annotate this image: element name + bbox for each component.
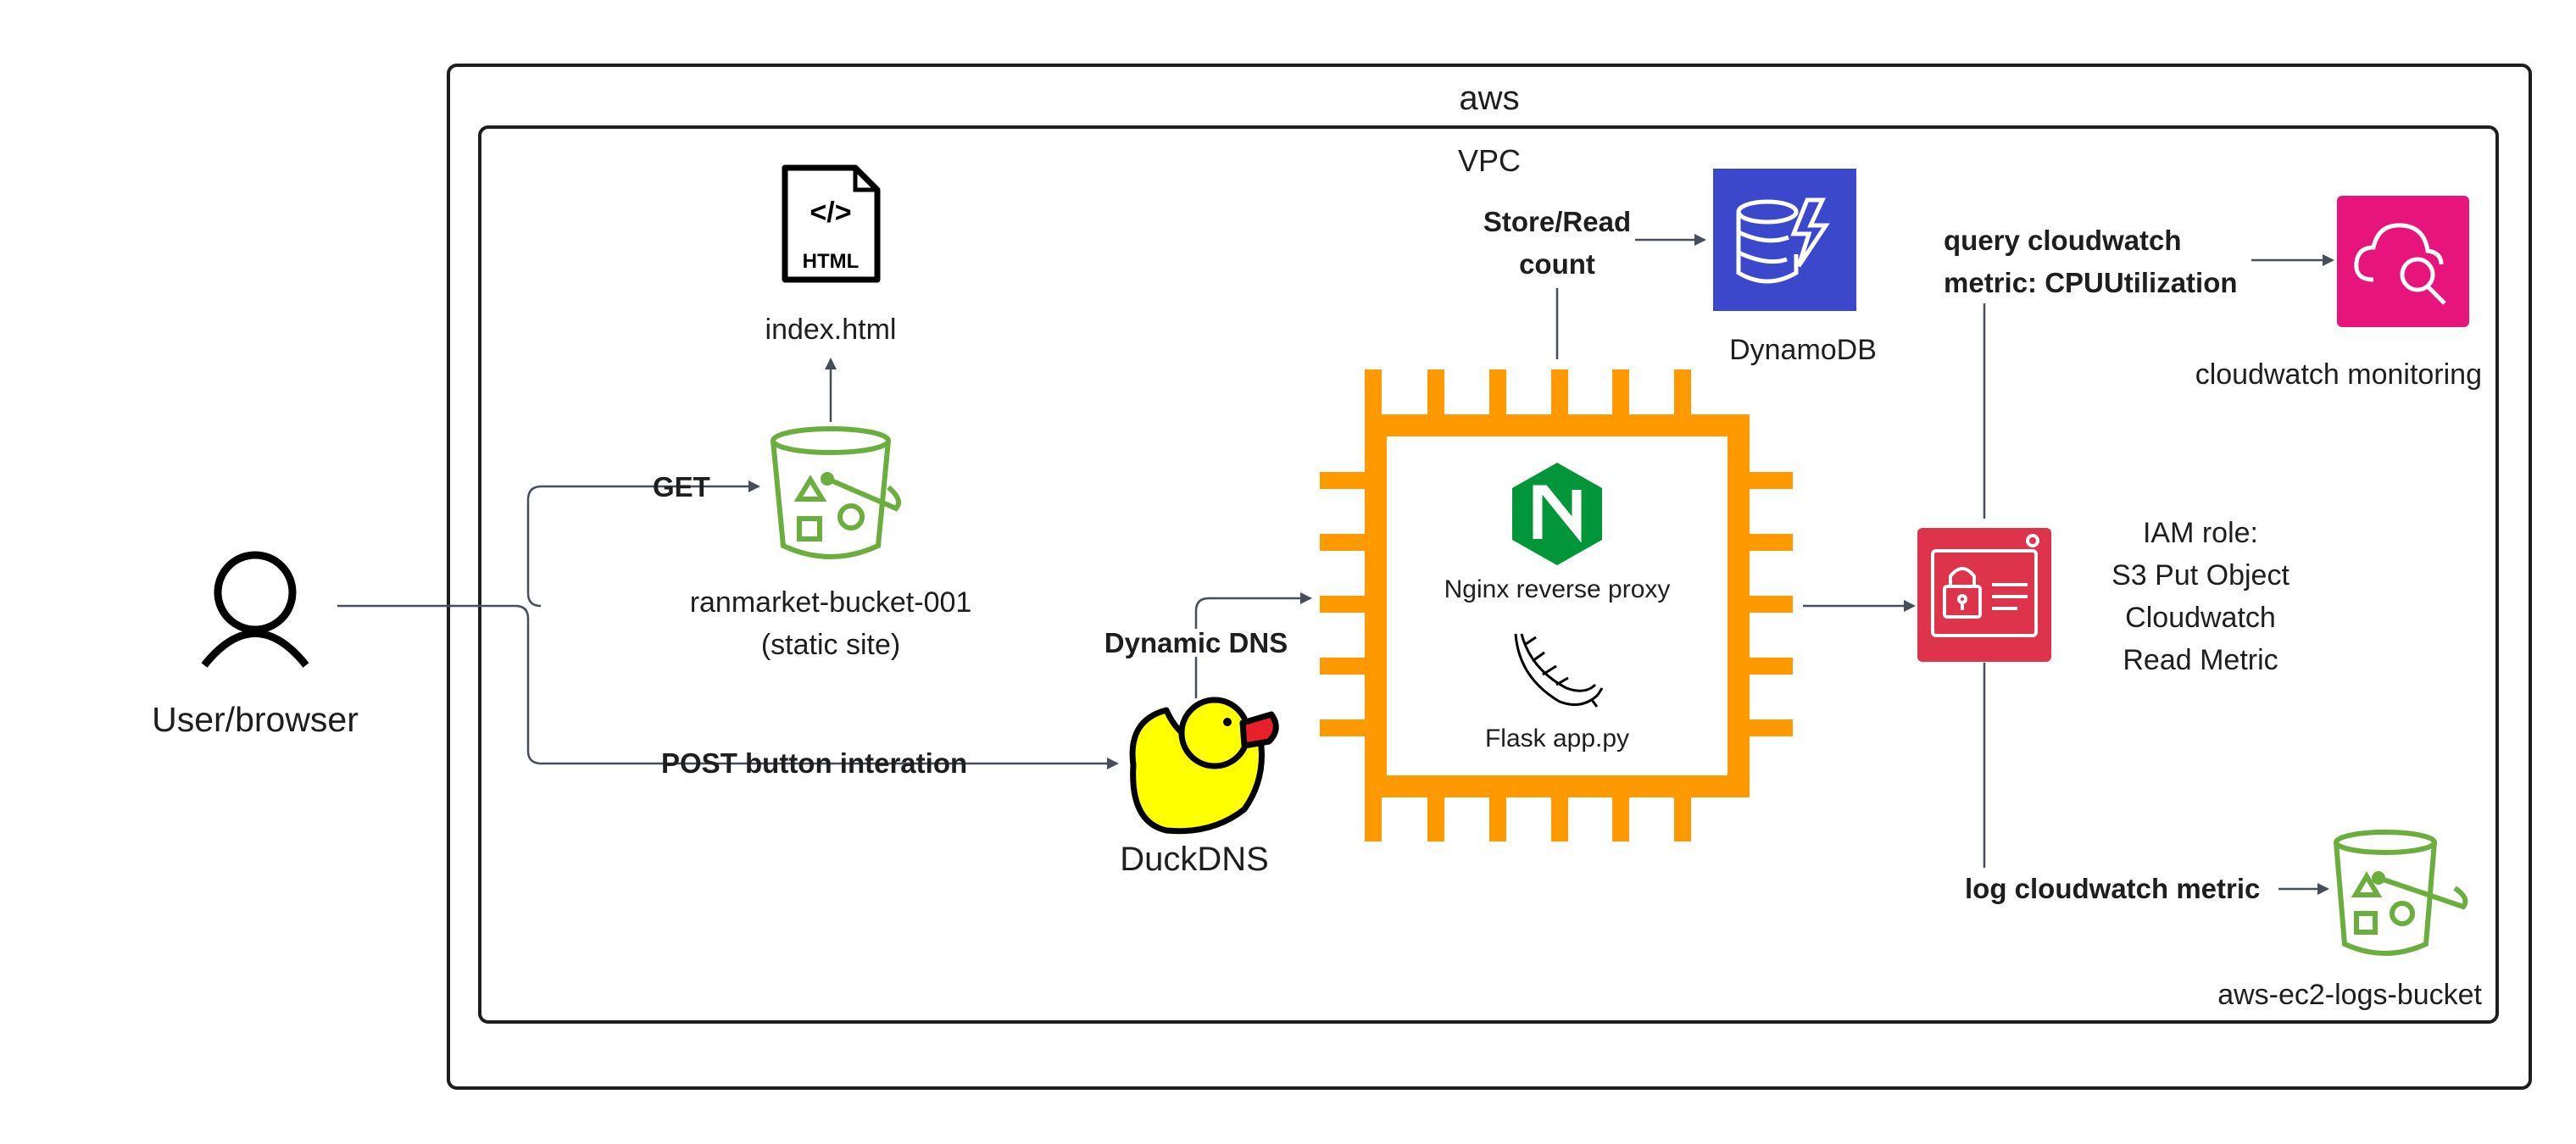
edge-get	[526, 480, 760, 608]
connectors	[337, 234, 2334, 895]
s3-bucket-label-line2: (static site)	[760, 629, 901, 661]
user-icon	[201, 551, 309, 668]
iam-role-label-line3: Cloudwatch	[2125, 602, 2276, 634]
flask-horn-icon	[1514, 633, 1604, 708]
html-icon-text: HTML	[803, 250, 860, 273]
edge-log-cw-label: log cloudwatch metric	[1965, 873, 2261, 904]
flask-label: Flask app.py	[1484, 725, 1630, 752]
edge-post-label: POST button interation	[661, 747, 968, 779]
html-file-icon: </> HTML	[782, 164, 881, 283]
user-label: User/browser	[152, 700, 359, 739]
logs-bucket-icon	[2334, 830, 2468, 956]
iam-role-label-line1: IAM role:	[2142, 517, 2259, 549]
duckdns-label: DuckDNS	[1120, 841, 1269, 878]
s3-bucket-label: ranmarket-bucket-001 (static site)	[690, 581, 972, 666]
edge-get-label: GET	[653, 471, 710, 503]
aws-container-label: aws	[1459, 80, 1520, 117]
iam-role-label-line4: Read Metric	[2123, 644, 2278, 676]
duckdns-duck-icon	[1129, 697, 1279, 835]
svg-text:</>: </>	[810, 197, 851, 229]
cloudwatch-label: cloudwatch monitoring	[2195, 358, 2482, 391]
vpc-container	[478, 125, 2499, 1024]
iam-role-label-line2: S3 Put Object	[2111, 559, 2289, 591]
aws-container	[447, 64, 2532, 1090]
edge-store-read-line2: count	[1519, 248, 1595, 280]
dynamodb-label: DynamoDB	[1729, 334, 1877, 366]
ec2-chip-icon	[1320, 369, 1793, 841]
vpc-container-label: VPC	[1457, 143, 1522, 178]
dynamodb-icon	[1713, 169, 1856, 311]
iam-role-icon	[1917, 528, 2051, 662]
edge-dynamic-dns-label: Dynamic DNS	[1100, 629, 1292, 657]
index-html-label: index.html	[765, 314, 897, 346]
s3-bucket-label-line1: ranmarket-bucket-001	[689, 586, 972, 619]
edge-dynamic-dns	[1194, 592, 1312, 698]
edge-query-cw-line2: metric: CPUUtilization	[1944, 267, 2238, 298]
cloudwatch-icon	[2337, 196, 2469, 327]
nginx-logo-icon	[1512, 463, 1602, 565]
edge-post	[515, 604, 1119, 769]
edge-query-cw-line1: query cloudwatch	[1944, 225, 2182, 256]
logs-bucket-label: aws-ec2-logs-bucket	[2217, 979, 2482, 1011]
s3-bucket-icon	[771, 426, 901, 559]
nginx-label: Nginx reverse proxy	[1444, 575, 1671, 603]
edge-query-cw-label: query cloudwatch metric: CPUUtilization	[1944, 219, 2238, 304]
edge-store-read-label: Store/Read count	[1483, 201, 1631, 286]
edge-store-read-line1: Store/Read	[1483, 206, 1632, 237]
iam-role-label: IAM role: S3 Put Object Cloudwatch Read …	[2111, 512, 2289, 681]
